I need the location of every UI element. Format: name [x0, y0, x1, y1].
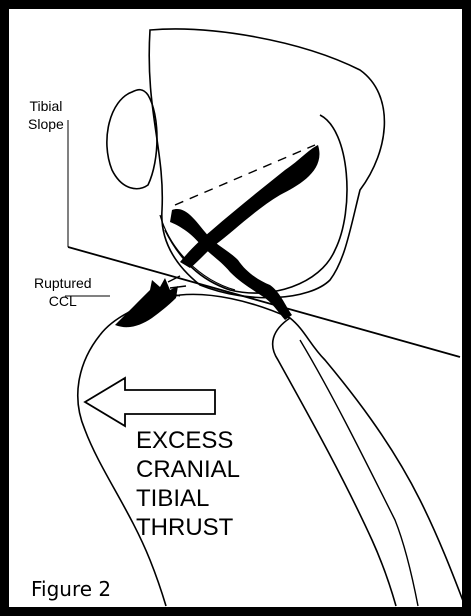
caudal-ligament — [180, 145, 319, 268]
ruptured-ccl-line-1: Ruptured — [34, 274, 92, 292]
thrust-line-3: TIBIAL — [136, 484, 240, 513]
ruptured-ccl — [115, 278, 178, 327]
thrust-line-1: EXCESS — [136, 426, 240, 455]
tibial-slope-line — [68, 247, 460, 357]
tibial-slope-line-2: Slope — [28, 115, 64, 133]
patella — [107, 90, 157, 189]
ruptured-ccl-label: Ruptured CCL — [34, 274, 92, 310]
thrust-label: EXCESS CRANIAL TIBIAL THRUST — [136, 426, 240, 542]
fibula — [273, 318, 396, 606]
ruptured-ccl-line-2: CCL — [34, 292, 92, 310]
tibial-slope-label: Tibial Slope — [28, 97, 64, 133]
fibula-inner — [300, 340, 418, 606]
thrust-line-2: CRANIAL — [136, 455, 240, 484]
figure-caption: Figure 2 — [31, 577, 111, 601]
thrust-line-4: THRUST — [136, 513, 240, 542]
tibial-slope-line-1: Tibial — [28, 97, 64, 115]
cranial-arrow-icon — [85, 378, 215, 426]
